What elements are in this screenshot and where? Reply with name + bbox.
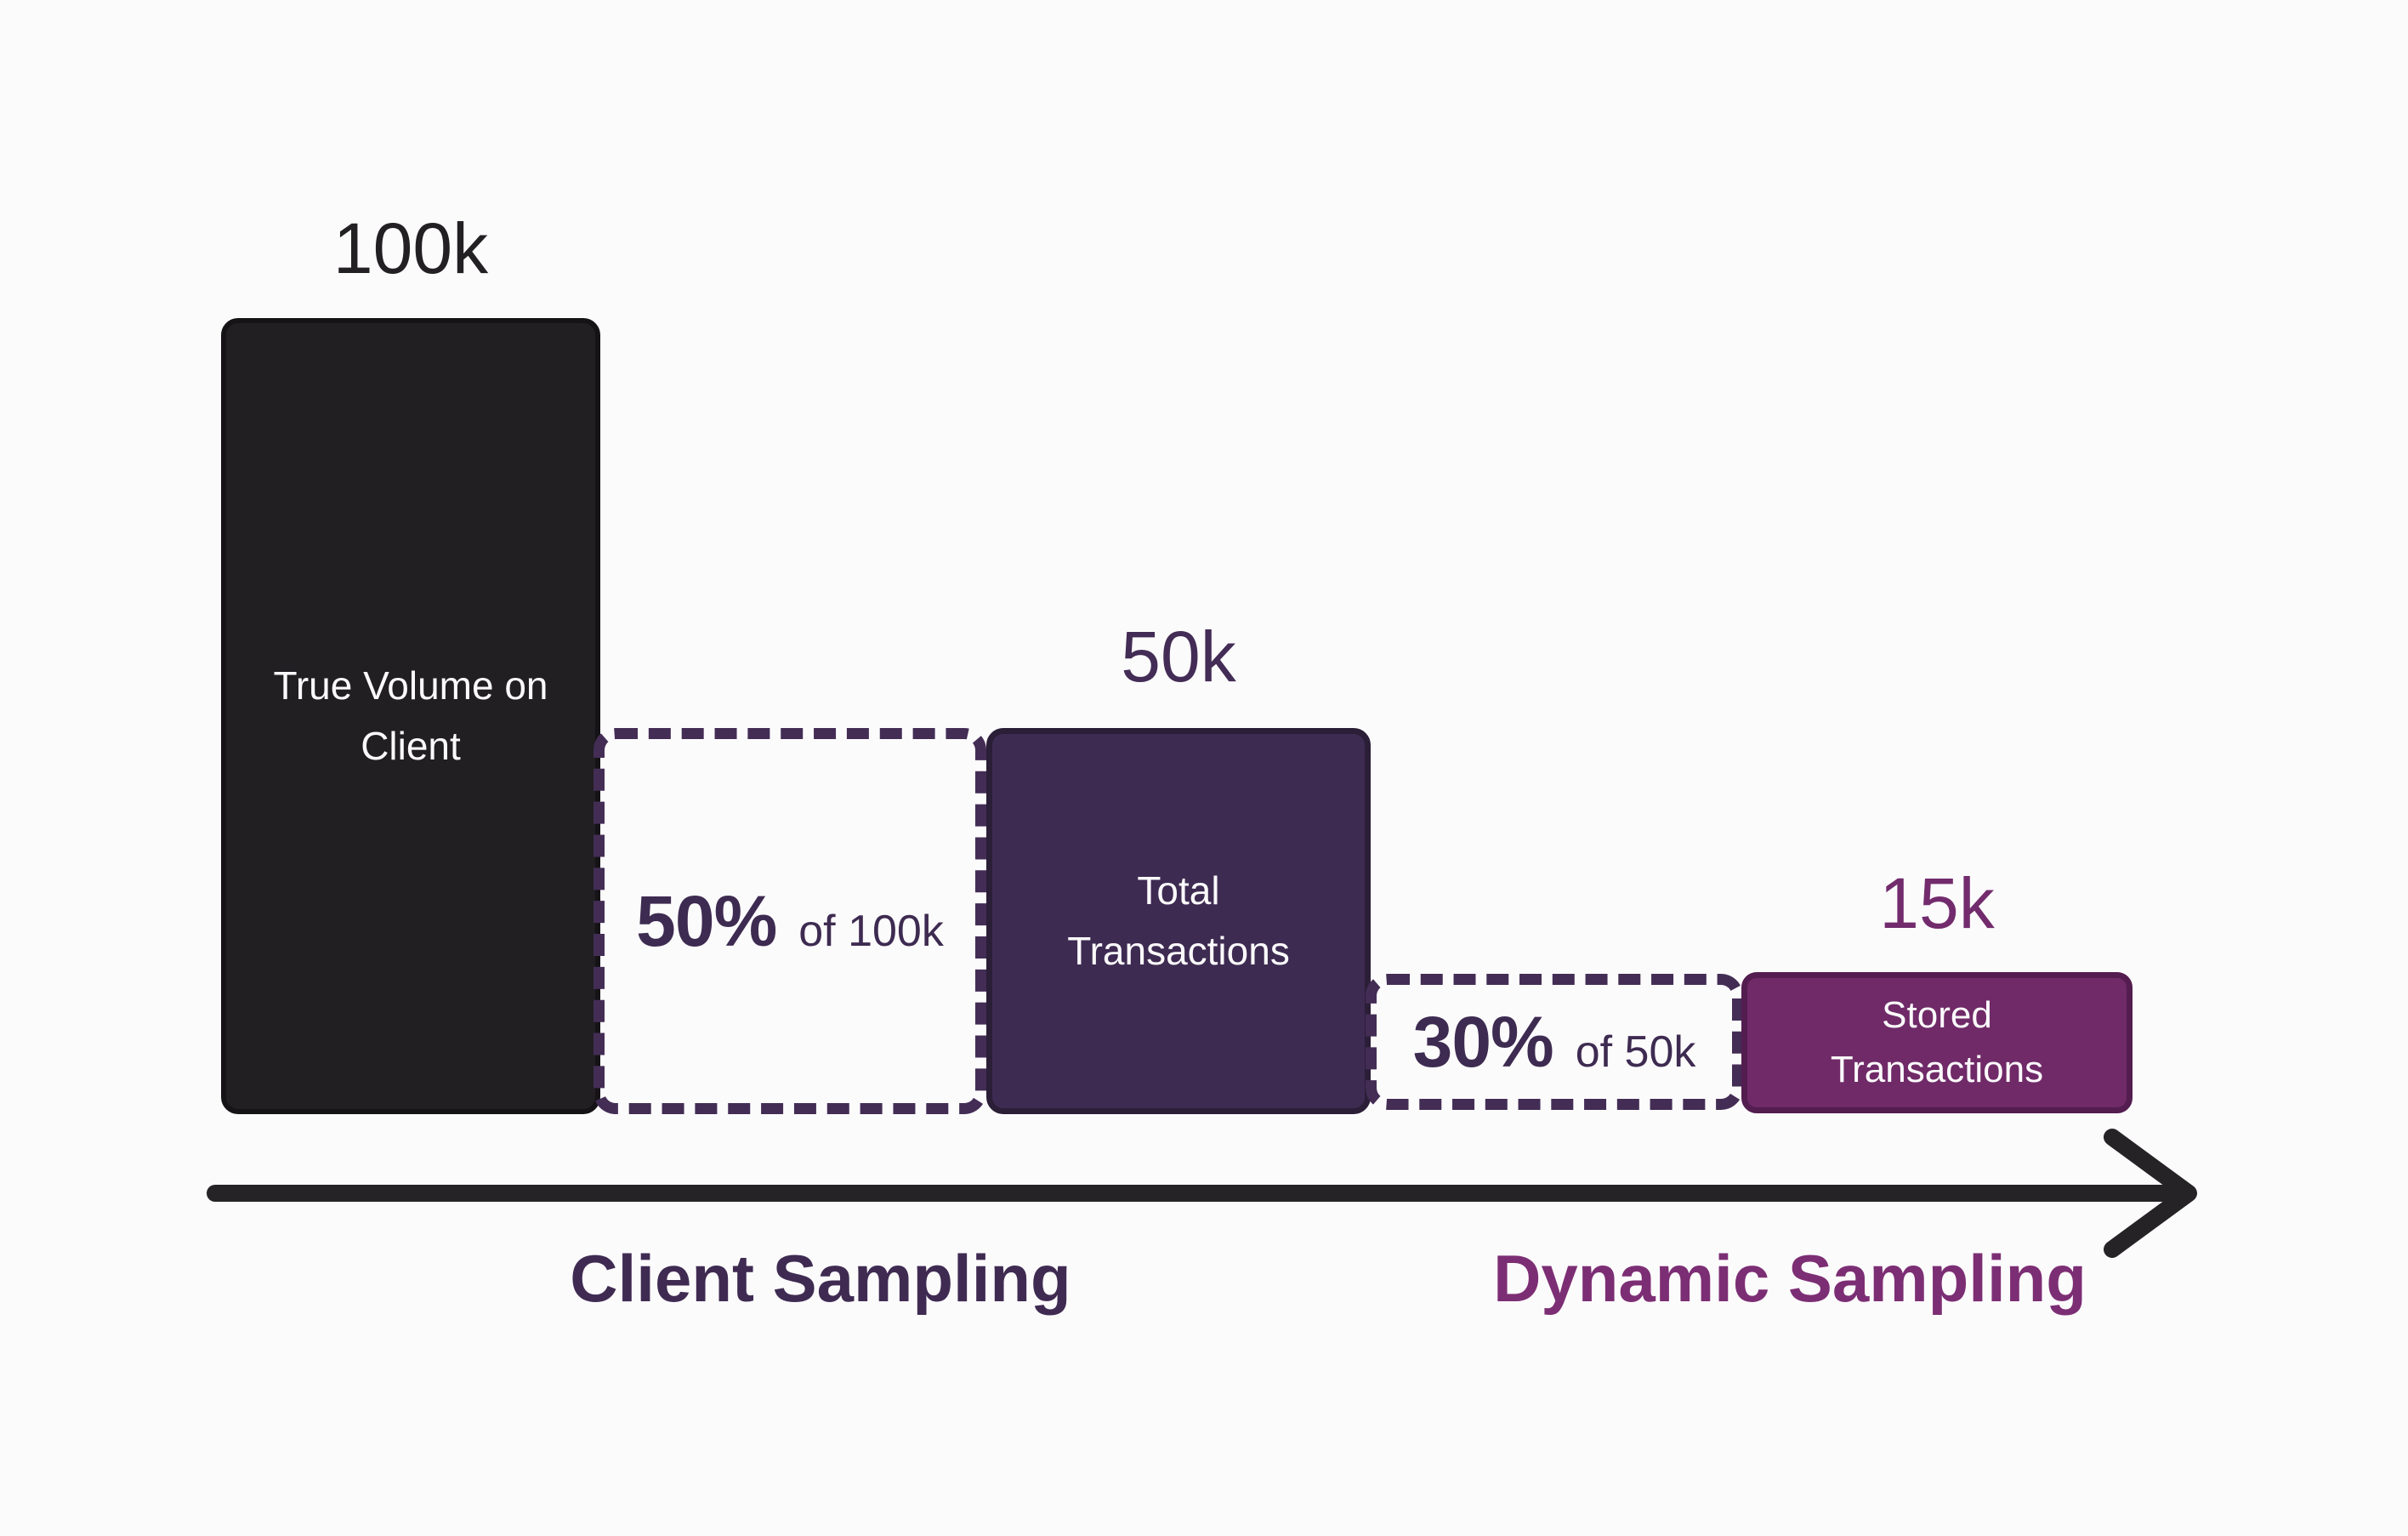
- bar-true-volume-on-client: True Volume on Client: [221, 318, 600, 1114]
- dynamic-sample-rate-box: 30% of 50k: [1366, 974, 1743, 1110]
- bar-stored-transactions: Stored Transactions: [1741, 972, 2133, 1113]
- bar-total-transactions: Total Transactions: [986, 728, 1371, 1114]
- value-label-stored-transactions: 15k: [1879, 863, 1995, 943]
- rate-percent: 30%: [1412, 1001, 1554, 1082]
- axis-label-dynamic-sampling: Dynamic Sampling: [1493, 1241, 2087, 1316]
- rate-of: of 50k: [1575, 1027, 1696, 1077]
- axis-label-client-sampling: Client Sampling: [570, 1241, 1071, 1316]
- value-label-true-volume: 100k: [332, 208, 489, 288]
- bar-label-line: Transactions: [1067, 929, 1290, 973]
- value-label-total-transactions: 50k: [1121, 617, 1236, 697]
- bar-label-line: Transactions: [1830, 1049, 2044, 1090]
- bar-label-line: Stored: [1882, 994, 1992, 1037]
- rate-text: 30% of 50k: [1413, 1001, 1696, 1084]
- rate-text: 50% of 100k: [636, 880, 944, 963]
- bar-label-total-transactions: Total Transactions: [1067, 861, 1290, 982]
- rate-of: of 100k: [798, 906, 944, 956]
- client-sample-rate-box: 50% of 100k: [593, 728, 986, 1114]
- bar-label-line: Total: [1137, 868, 1220, 913]
- rate-percent: 50%: [636, 880, 777, 961]
- bar-label-true-volume: True Volume on Client: [273, 656, 548, 777]
- bar-label-line: True Volume on: [273, 663, 548, 708]
- timeline-arrow-icon: [207, 1129, 2197, 1258]
- bar-label-line: Client: [361, 724, 461, 768]
- bar-label-stored-transactions: Stored Transactions: [1831, 988, 2043, 1097]
